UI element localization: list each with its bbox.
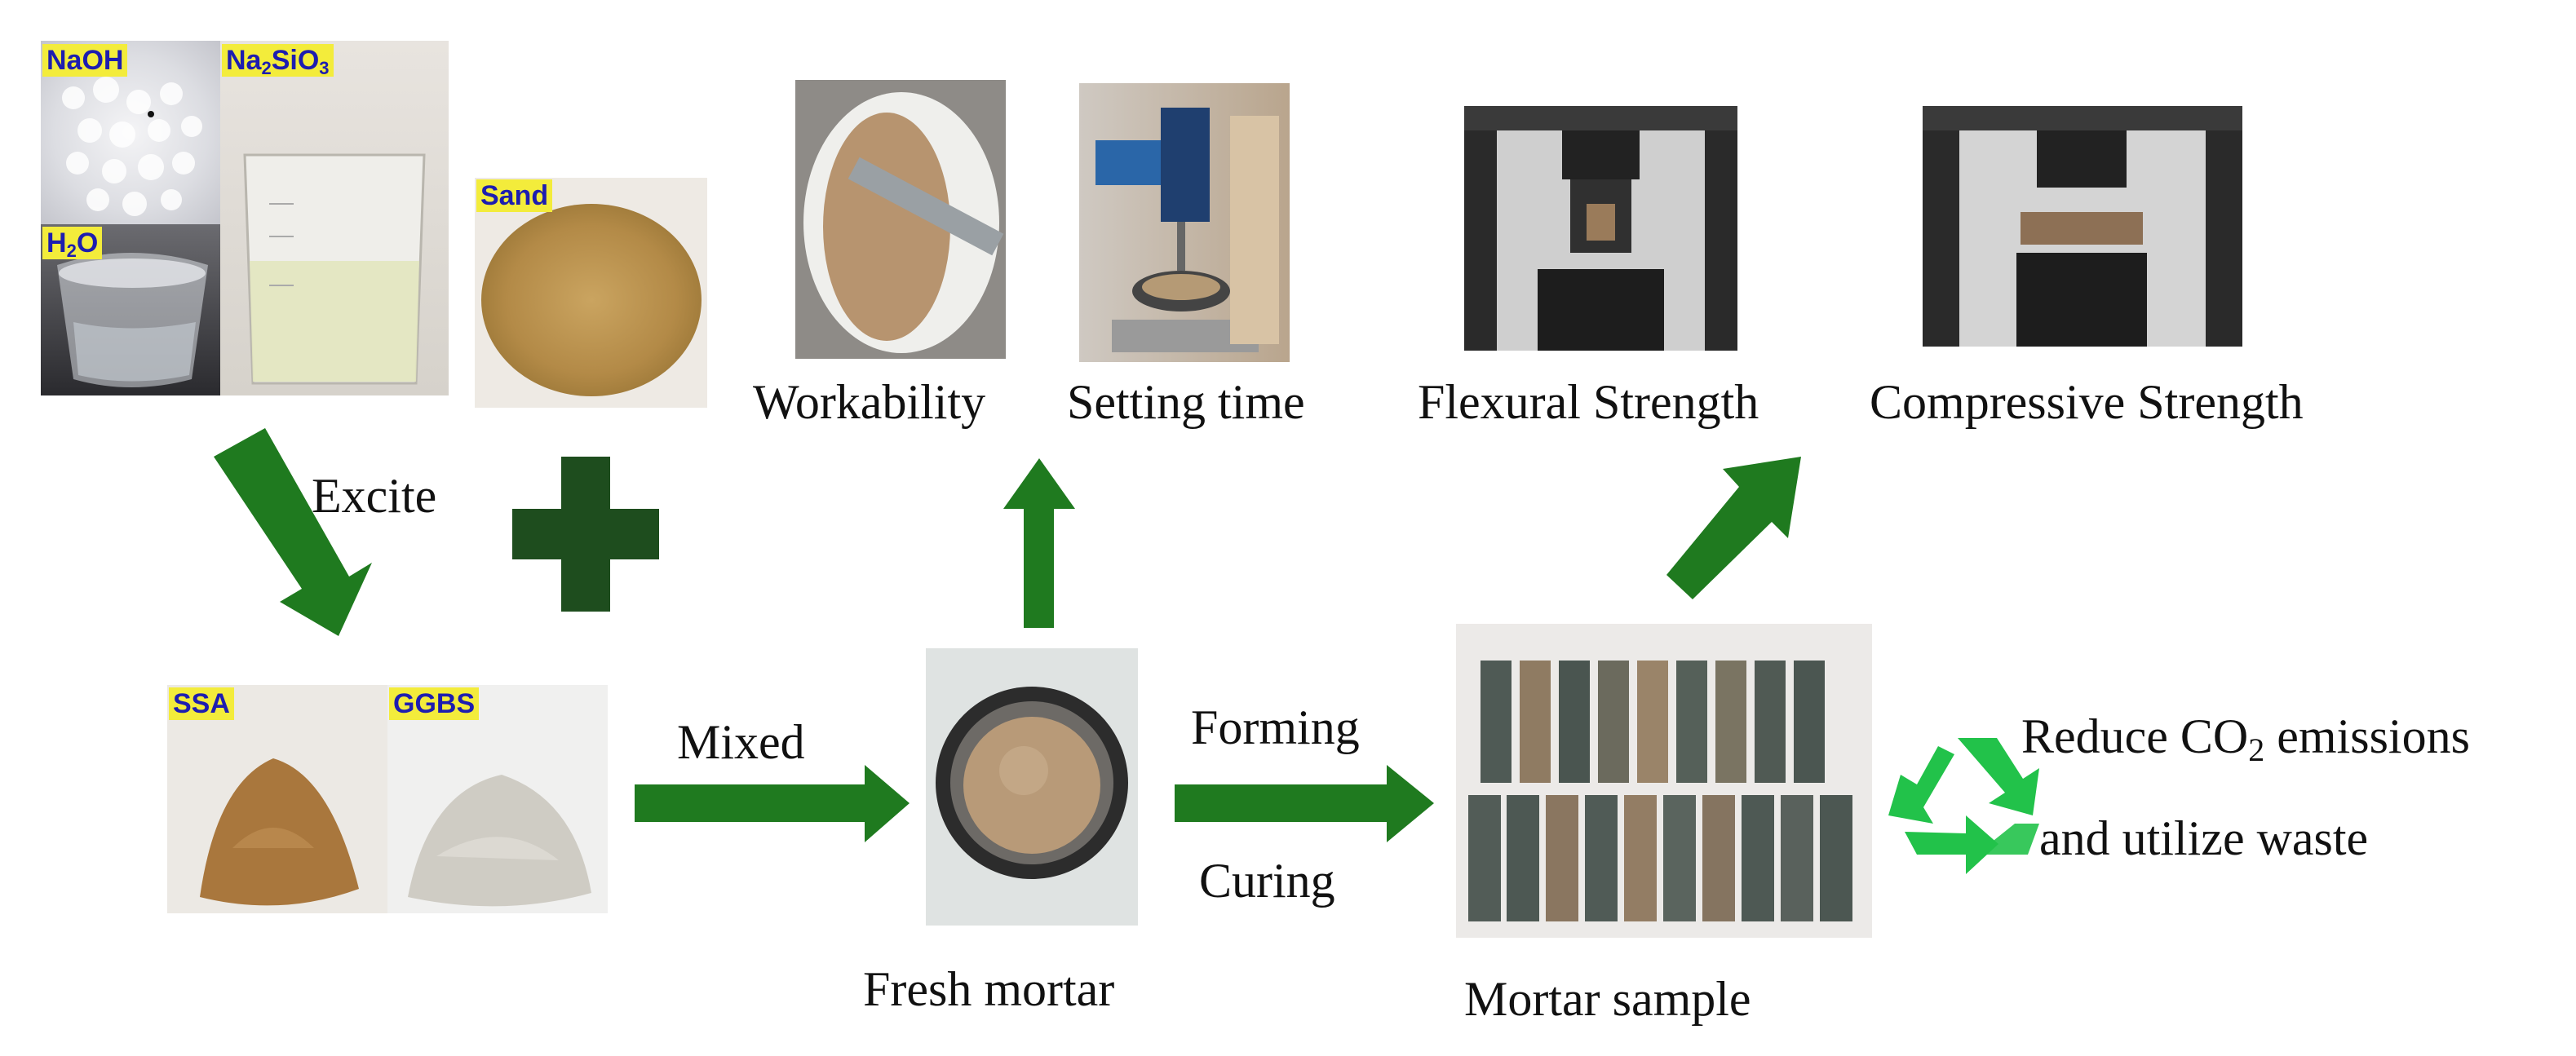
ggbs-photo	[387, 685, 608, 913]
ssa-tag: SSA	[169, 687, 234, 720]
curing-label: Curing	[1199, 854, 1335, 908]
excite-label: Excite	[312, 469, 437, 523]
ggbs-powder-graphic	[408, 775, 591, 907]
beaker-graphic	[243, 153, 426, 385]
benefit-line-2: and utilize waste	[2039, 811, 2369, 865]
setting-time-label: Setting time	[1067, 375, 1305, 429]
mortar-sample-photo	[1456, 624, 1872, 938]
sodium-silicate-tag: Na2SiO3	[222, 44, 334, 77]
specimen-row-bottom	[1468, 795, 1852, 921]
workability-label: Workability	[753, 375, 986, 429]
h-subscript: 2	[66, 241, 77, 261]
co2-subscript: 2	[2248, 731, 2265, 768]
naoh-tag: NaOH	[42, 44, 128, 77]
naoh-pellets-graphic	[62, 77, 202, 216]
h-text: H	[46, 228, 67, 258]
na-text: Na	[226, 45, 262, 76]
plus-icon	[512, 457, 659, 612]
water-cup-photo	[41, 224, 220, 395]
flexural-strength-label: Flexural Strength	[1418, 375, 1759, 429]
sio-text: SiO	[271, 45, 320, 76]
compression-test-machine-graphic	[1923, 106, 2242, 347]
emissions-text: emissions	[2264, 709, 2470, 763]
setting-time-photo	[1079, 83, 1290, 362]
benefit-line-1: Reduce CO2 emissions	[2021, 709, 2470, 767]
vicat-apparatus-graphic	[1095, 108, 1279, 352]
naoh-photo	[41, 41, 220, 224]
sand-tag: Sand	[476, 179, 553, 212]
ssa-powder-graphic	[200, 758, 359, 906]
mixed-label: Mixed	[677, 715, 805, 769]
water-tag: H2O	[42, 227, 103, 261]
fresh-mortar-photo	[926, 648, 1138, 926]
mortar-bowl-graphic	[936, 687, 1128, 879]
ssa-photo	[167, 685, 387, 913]
sand-photo	[475, 178, 707, 408]
na-subscript: 2	[261, 58, 272, 78]
fresh-mortar-label: Fresh mortar	[863, 962, 1115, 1016]
flow-table-graphic	[803, 92, 1004, 353]
water-cup-graphic	[57, 253, 208, 387]
flexural-test-machine-graphic	[1464, 106, 1737, 351]
forming-curing-arrow	[1175, 765, 1434, 842]
o-text: O	[76, 228, 99, 258]
reduce-co-text: Reduce CO	[2021, 709, 2249, 763]
mixed-arrow	[635, 765, 910, 842]
specimen-row-top	[1481, 661, 1825, 783]
forming-label: Forming	[1191, 700, 1360, 754]
sand-pile-graphic	[481, 204, 702, 396]
mortar-sample-label: Mortar sample	[1464, 972, 1751, 1026]
excite-arrow	[214, 428, 372, 636]
up-arrow-to-tests	[1003, 458, 1075, 628]
compressive-strength-photo	[1923, 106, 2242, 347]
compressive-strength-label: Compressive Strength	[1870, 375, 2304, 429]
strength-arrow	[1666, 457, 1801, 599]
workability-photo	[795, 80, 1006, 359]
sodium-silicate-beaker-photo	[220, 41, 449, 395]
ggbs-tag: GGBS	[389, 687, 480, 720]
recycle-icon	[1888, 738, 2039, 874]
o-subscript: 3	[319, 58, 330, 78]
flexural-strength-photo	[1464, 106, 1737, 351]
mortar-specimens-graphic	[1468, 661, 1852, 921]
